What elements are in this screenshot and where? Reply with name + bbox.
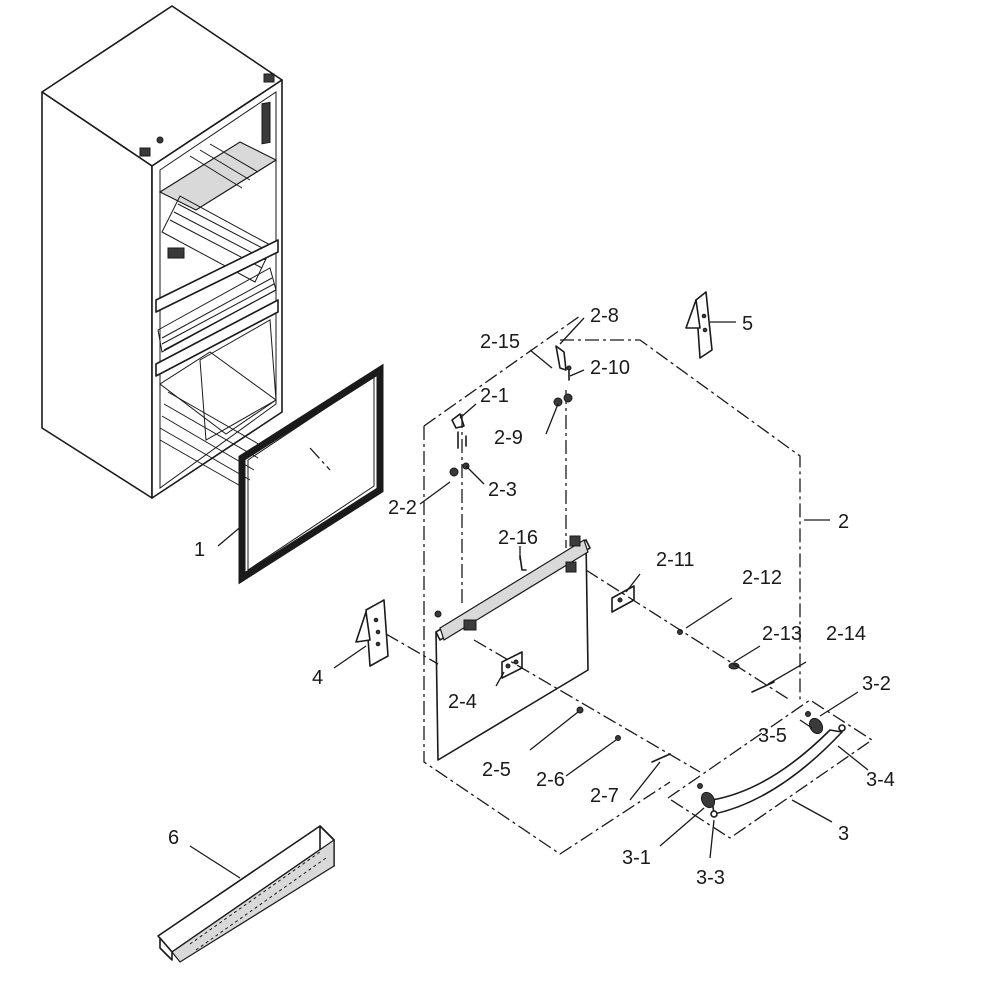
callout-2-12: 2-12: [742, 567, 782, 589]
callout-4: 4: [312, 667, 323, 689]
callout-6: 6: [168, 827, 179, 849]
door-fasteners: [385, 345, 791, 773]
callout-2-14: 2-14: [826, 623, 866, 645]
callout-2: 2: [838, 511, 849, 533]
callout-2-4: 2-4: [448, 691, 477, 713]
callout-3-3: 3-3: [696, 867, 725, 889]
callout-3-1: 3-1: [622, 847, 651, 869]
callout-2-5: 2-5: [482, 759, 511, 781]
callout-3-5: 3-5: [758, 725, 787, 747]
door-assembly-boundary: [309, 315, 801, 855]
upper-hinge-bracket: [685, 291, 713, 359]
callout-2-2: 2-2: [388, 497, 417, 519]
drawer-front-trim: [157, 825, 335, 963]
leader-lines: [189, 317, 869, 879]
callout-5: 5: [742, 313, 753, 335]
callout-2-16: 2-16: [498, 527, 538, 549]
callout-2-15: 2-15: [480, 331, 520, 353]
refrigerator-cabinet: [41, 5, 283, 499]
callout-2-11: 2-11: [656, 549, 695, 571]
callout-2-10: 2-10: [590, 357, 630, 379]
callout-2-9: 2-9: [494, 427, 523, 449]
callout-2-3: 2-3: [488, 479, 517, 501]
handle-assembly: [666, 699, 874, 839]
callout-2-6: 2-6: [536, 769, 565, 791]
callout-2-13: 2-13: [762, 623, 802, 645]
lower-hinge-bracket: [355, 599, 389, 667]
callout-2-1: 2-1: [480, 385, 509, 407]
callout-labels: 1 2 2-1 2-2 2-3 2-4 2-5 2-6 2-7 2-8 2-9 …: [168, 305, 895, 889]
callout-3: 3: [838, 823, 849, 845]
freezer-door-panel: [434, 535, 635, 761]
callout-3-2: 3-2: [862, 673, 891, 695]
door-gasket: [238, 363, 384, 585]
callout-3-4: 3-4: [866, 769, 895, 791]
callout-2-8: 2-8: [590, 305, 619, 327]
callout-1: 1: [194, 539, 205, 561]
callout-2-7: 2-7: [590, 785, 619, 807]
